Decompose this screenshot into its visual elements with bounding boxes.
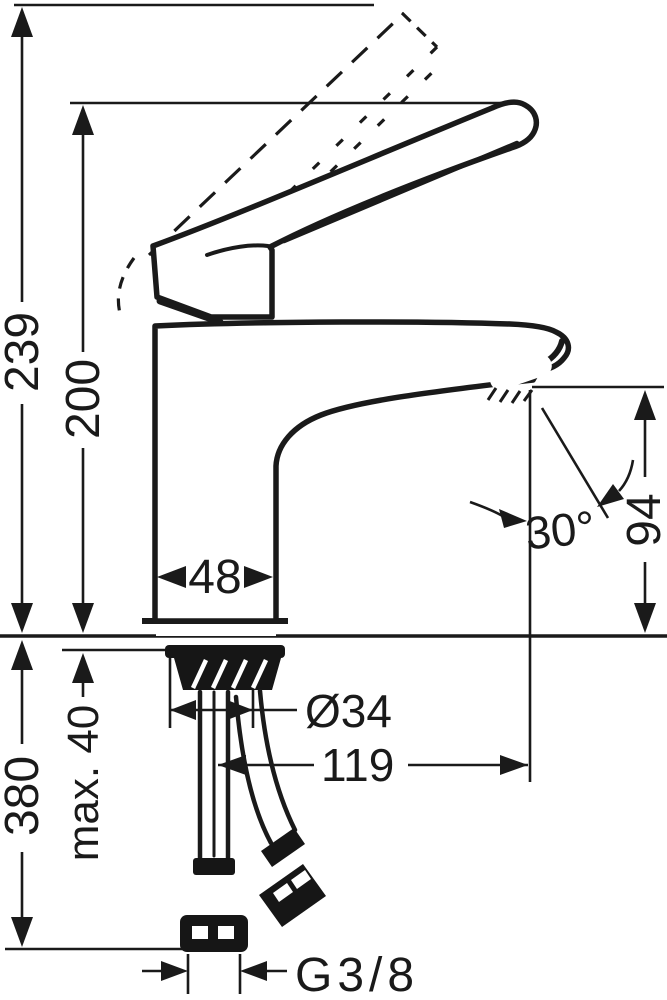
- arrowhead-right: [499, 509, 527, 528]
- arrowhead-right: [244, 566, 273, 588]
- dimension-max-mounting-thickness: max. 40: [59, 653, 108, 861]
- supply-hose-vertical: [180, 689, 248, 952]
- aerator-capsule: [489, 354, 552, 391]
- dimension-hose-reach: 380: [0, 640, 49, 947]
- dimension-shank-diameter: Ø34: [170, 685, 392, 737]
- reference-lines: [0, 3, 667, 994]
- hose-nut-facet: [273, 883, 293, 902]
- arrowhead-up: [72, 105, 94, 135]
- label-overall-height: 239: [0, 312, 49, 392]
- hose-connector: [275, 850, 310, 884]
- arrowhead-left: [218, 755, 246, 775]
- label-hose-reach: 380: [0, 756, 49, 836]
- hose-nut-facet: [218, 926, 234, 939]
- arrowhead-down: [634, 603, 656, 633]
- arrowhead-left: [170, 700, 196, 720]
- hose-connector: [200, 875, 228, 915]
- hose-nut: [259, 864, 326, 927]
- hose-nut-facet: [291, 870, 311, 889]
- arrowhead-up: [11, 7, 33, 37]
- dimension-connection-thread: G3/8: [142, 949, 419, 1000]
- aerator-hatch: [486, 387, 534, 404]
- arrowhead-down: [72, 603, 94, 633]
- arrowhead-down: [11, 603, 33, 633]
- label-spout-reach: 119: [321, 739, 394, 791]
- label-outlet-height: 94: [618, 493, 667, 546]
- handle-inner-edge: [281, 140, 520, 244]
- mounting-nut-hatch: [190, 659, 269, 689]
- dimension-spout-reach: 119: [218, 739, 528, 791]
- dimension-handle-height: 200: [57, 105, 110, 633]
- arrowhead-right: [161, 961, 188, 981]
- label-shank-diameter: Ø34: [305, 685, 392, 737]
- body-outline: [152, 319, 572, 624]
- label-base-width: 48: [188, 551, 241, 604]
- dimension-outlet-angle: 30°: [469, 407, 635, 560]
- dashed-lever-top-edge: [147, 11, 406, 257]
- sealing-washer: [165, 645, 285, 658]
- label-outlet-angle: 30°: [523, 501, 598, 560]
- hose-collar: [193, 858, 235, 875]
- hose-collar: [261, 828, 305, 867]
- arrowhead-right: [227, 700, 253, 720]
- hose-nut-facet: [192, 926, 208, 939]
- arrowhead-up: [11, 640, 33, 670]
- dashed-swing-arc: [116, 257, 136, 318]
- arrowhead-down-left: [597, 484, 624, 507]
- hose-nut: [180, 915, 248, 952]
- arrowhead-up: [634, 390, 656, 420]
- arrowhead-down: [11, 917, 33, 947]
- handle-lever: [150, 99, 539, 320]
- label-connection-thread: G3/8: [295, 949, 419, 1000]
- dashed-lever-tip: [400, 11, 439, 49]
- label-handle-height: 200: [57, 359, 110, 439]
- mounting-assembly: [142, 618, 326, 952]
- arrowhead-left: [157, 566, 186, 588]
- dimension-overall-height: 239: [0, 7, 49, 633]
- handle-outline: [150, 99, 539, 320]
- base-plate: [156, 624, 276, 636]
- dimension-base-width: 48: [157, 551, 273, 604]
- arrowhead-right: [500, 755, 528, 775]
- dimension-outlet-height: 94: [618, 390, 667, 633]
- arrowhead-left: [240, 961, 267, 981]
- aerator: [486, 338, 565, 404]
- arrowhead-up: [72, 653, 94, 683]
- handle-base-curve: [205, 243, 270, 257]
- label-max-mounting-thickness: max. 40: [59, 705, 108, 862]
